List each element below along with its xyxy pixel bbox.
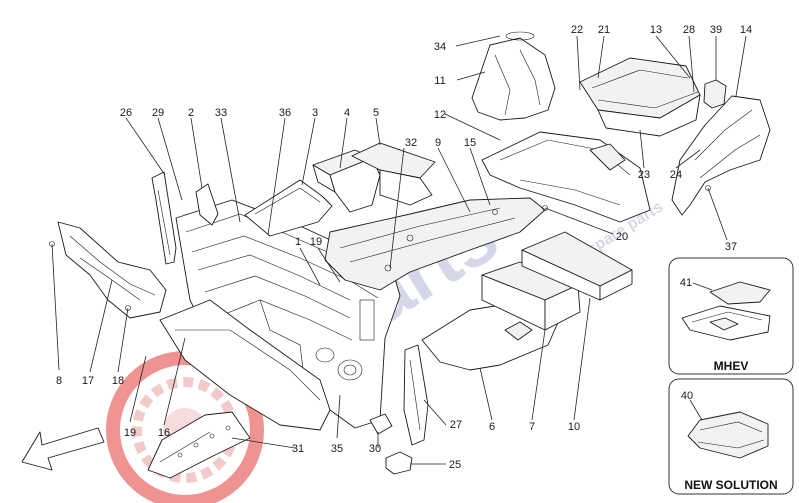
callout-35: 35 [331,443,343,455]
lower-insulation-16 [159,299,331,431]
inset-new-solution-part [687,399,769,459]
callout-24: 24 [670,169,682,181]
callout-29: 29 [152,107,164,119]
wheel-arch-left [49,221,167,319]
front-direction-arrow-icon [21,427,105,471]
callout-1: 1 [295,236,301,248]
block-39 [703,79,727,109]
callout-19-center: 19 [310,236,322,248]
callout-25: 25 [449,459,461,471]
trunk-tray [579,57,701,137]
callout-3: 3 [312,107,318,119]
piece-30 [369,413,393,435]
pillar-insulation-2 [195,183,219,226]
callout-22: 22 [571,24,583,36]
callout-21: 21 [598,24,610,36]
callout-labels: 1 2 3 4 5 6 7 8 9 10 11 12 13 14 15 16 1… [56,24,752,471]
callout-8: 8 [56,375,62,387]
trunk-side-trim-11 [471,31,556,121]
inset-mhev-part [681,281,771,341]
callout-12: 12 [434,109,446,121]
callout-36: 36 [279,107,291,119]
inset-mhev-title: MHEV [714,359,749,373]
callout-19-left: 19 [124,427,136,439]
callout-23: 23 [638,169,650,181]
callout-40: 40 [681,390,693,402]
callout-4: 4 [344,107,350,119]
callout-30: 30 [369,443,381,455]
callout-31: 31 [292,443,304,455]
sound-panel-36 [244,179,333,237]
tunnel-insulation [324,197,546,291]
callout-16: 16 [158,427,170,439]
leader-lines [51,35,747,465]
block-25 [385,451,413,475]
callout-14: 14 [740,24,752,36]
callout-41: 41 [680,277,692,289]
callout-10: 10 [568,421,580,433]
inset-new-solution-title: NEW SOLUTION [684,478,777,492]
callout-28: 28 [683,24,695,36]
callout-11: 11 [434,75,445,87]
door-sill-insulation-27 [403,344,429,446]
callout-15: 15 [464,137,476,149]
rear-floor-insulation [481,131,651,223]
inset-mhev: 41 MHEV [668,257,794,375]
callout-17: 17 [82,375,94,387]
callout-34: 34 [434,41,446,53]
sound-panel-4-5 [312,142,436,213]
callout-39: 39 [710,24,722,36]
callout-9: 9 [435,137,441,149]
lower-panel-31 [147,411,251,479]
callout-26: 26 [120,107,132,119]
callout-32: 32 [405,137,417,149]
callout-37: 37 [725,241,737,253]
callout-6: 6 [489,421,495,433]
callout-18: 18 [112,375,124,387]
callout-27: 27 [450,419,462,431]
callout-2: 2 [188,107,194,119]
rear-wheel-arch [671,95,771,216]
floor-panel-10 [521,231,633,301]
pillar-insulation-26 [151,171,177,265]
callout-13: 13 [650,24,662,36]
callout-20: 20 [616,231,628,243]
inset-new-solution: 40 NEW SOLUTION [668,378,794,495]
callout-7: 7 [529,421,535,433]
callout-33: 33 [215,107,227,119]
callout-5: 5 [373,107,379,119]
